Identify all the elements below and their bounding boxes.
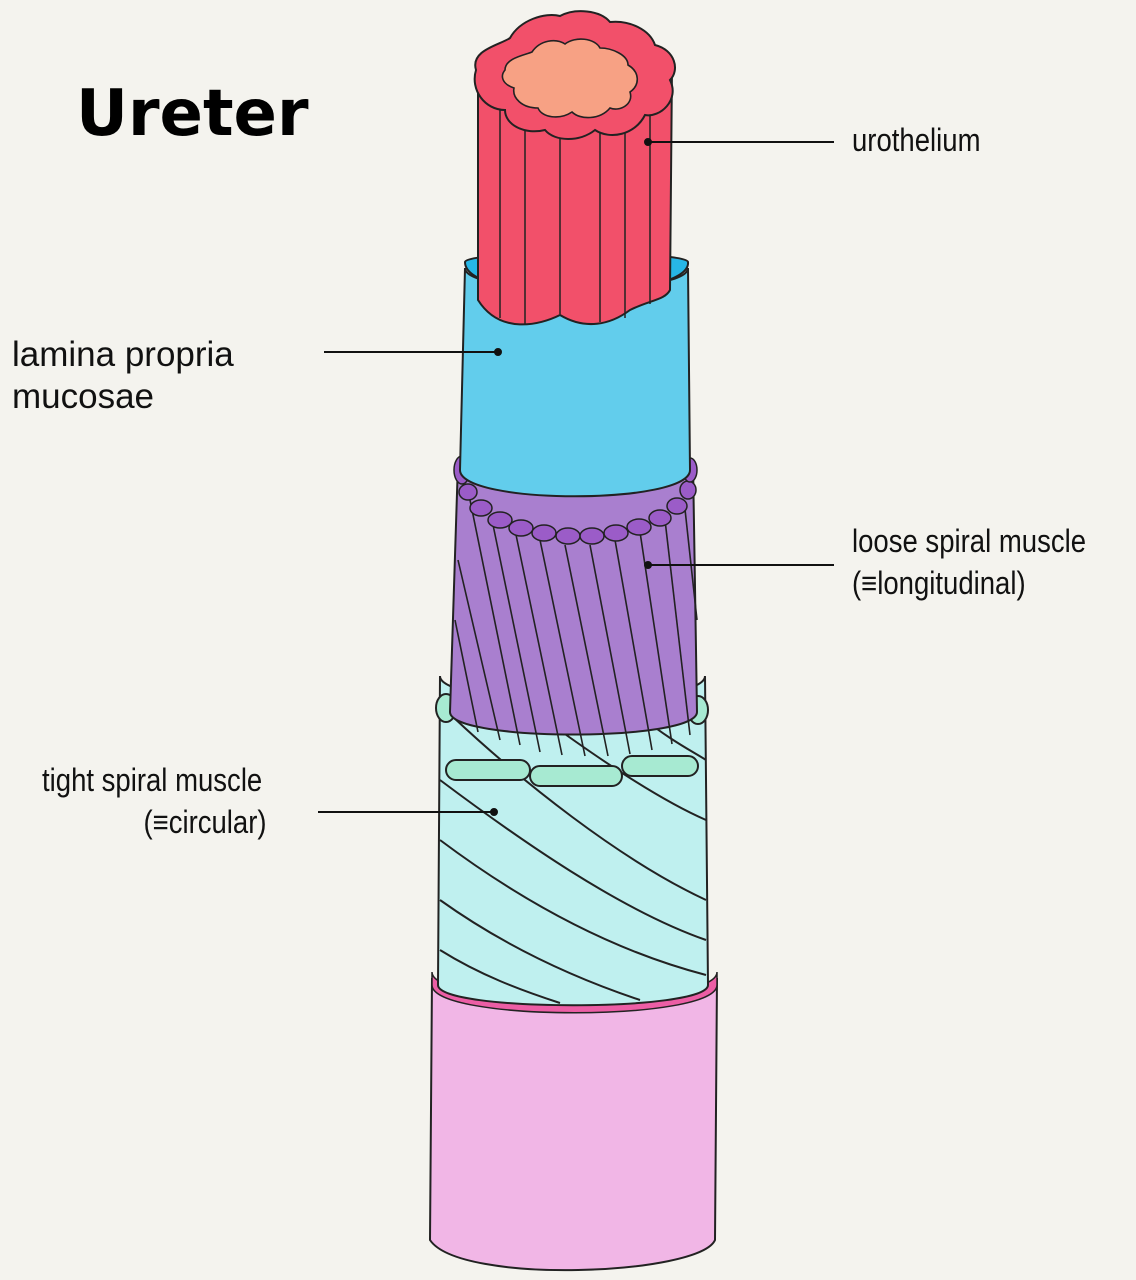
diagram-title: Ureter [76, 82, 309, 146]
urothelium-layer [475, 11, 675, 324]
label-loose-spiral-line1: loose spiral muscle [852, 521, 1086, 563]
label-loose-spiral-muscle: loose spiral muscle (≡longitudinal) [852, 521, 1086, 604]
adventitia-layer [430, 972, 717, 1270]
label-urothelium: urothelium [852, 122, 980, 159]
label-tight-spiral-line2: (≡circular) [42, 802, 267, 844]
label-lamina-propria: lamina propria mucosae [12, 334, 234, 418]
label-lamina-propria-line1: lamina propria [12, 334, 234, 376]
label-urothelium-line1: urothelium [852, 122, 980, 159]
loose-spiral-muscle-layer [450, 456, 697, 756]
label-tight-spiral-line1: tight spiral muscle [42, 760, 267, 802]
label-loose-spiral-line2: (≡longitudinal) [852, 563, 1086, 605]
label-tight-spiral-muscle: tight spiral muscle (≡circular) [42, 760, 267, 843]
label-lamina-propria-line2: mucosae [12, 376, 234, 418]
